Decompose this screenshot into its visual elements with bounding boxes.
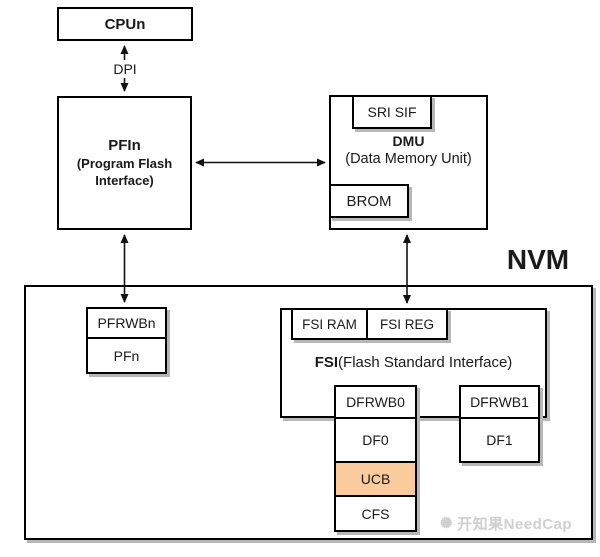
sri-sif-label: SRI SIF — [367, 104, 417, 120]
pfin-title: PFIn — [108, 137, 141, 154]
dfrwb0-cell: DFRWB0 — [334, 385, 417, 419]
pfn-cell: PFn — [86, 337, 167, 374]
cfs-cell: CFS — [334, 495, 417, 532]
dmu-subtitle: (Data Memory Unit) — [345, 151, 472, 167]
sri-sif-block: SRI SIF — [352, 95, 432, 129]
dmu-text: DMU (Data Memory Unit) — [329, 133, 488, 168]
df0-cell: DF0 — [334, 417, 417, 463]
cpun-block: CPUn — [57, 7, 193, 41]
pfin-subtitle: (Program Flash Interface) — [76, 156, 173, 188]
watermark: ✺ 开知果NeedCap — [440, 510, 592, 536]
pfrwbn-cell: PFRWBn — [86, 307, 167, 339]
brom-block: BROM — [329, 184, 409, 218]
fsi-ram-reg-group: FSI RAM FSI REG — [291, 308, 448, 340]
fsi-title: FSI(Flash Standard Interface) — [280, 354, 547, 371]
df0-stack: DFRWB0 DF0 UCB CFS — [334, 385, 417, 532]
pf-stack: PFRWBn PFn — [86, 307, 167, 374]
dpi-bus-label: DPI — [103, 60, 147, 78]
fsi-title-abbr: FSI — [314, 354, 339, 371]
dmu-title: DMU — [392, 133, 425, 149]
brom-label: BROM — [346, 192, 392, 210]
df1-stack: DFRWB1 DF1 — [459, 385, 540, 463]
pfin-block: PFIn (Program Flash Interface) — [57, 96, 192, 230]
fsi-reg-cell: FSI REG — [366, 308, 448, 340]
ucb-cell: UCB — [334, 461, 417, 497]
fsi-ram-cell: FSI RAM — [291, 308, 368, 340]
cpun-label: CPUn — [104, 15, 146, 33]
watermark-text: 开知果NeedCap — [457, 515, 573, 533]
df1-cell: DF1 — [459, 417, 540, 463]
dfrwb1-cell: DFRWB1 — [459, 385, 540, 419]
watermark-sparkle-icon: ✺ — [440, 515, 454, 532]
nvm-region-label: NVM — [506, 244, 570, 275]
fsi-title-full: (Flash Standard Interface) — [338, 354, 513, 371]
